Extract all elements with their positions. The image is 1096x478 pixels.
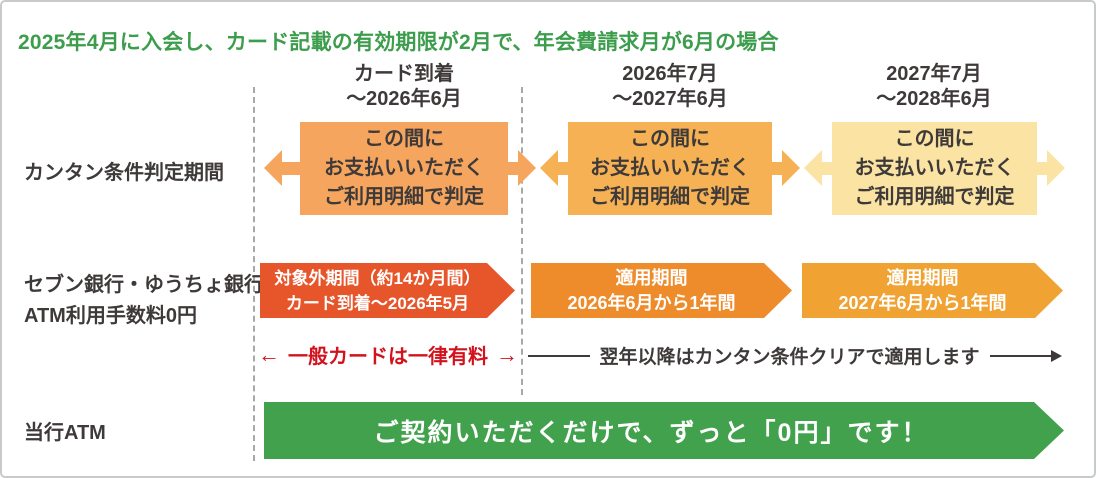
judgment-box-3: この間に お支払いいただく ご利用明細で判定 (832, 122, 1037, 215)
range-arrow-left-icon (804, 150, 832, 186)
column-header-line: 2026年7月 (622, 63, 718, 85)
fee-banner-applied-period-1: 適用期間 2026年6月から1年間 (531, 263, 792, 318)
right-arrow-icon: → (496, 341, 518, 367)
column-header-period-1: カード到着 ～2026年6月 (294, 62, 514, 112)
own-atm-row-label: 当行ATM (24, 422, 106, 444)
column-header-line: ～2026年6月 (346, 88, 462, 110)
judgment-box-line: この間に (894, 128, 975, 150)
judgment-box-line: ご利用明細で判定 (324, 186, 484, 208)
excluded-fee-note: ← 一般カードは一律有料 → (258, 340, 518, 369)
column-header-line: ～2028年6月 (876, 88, 992, 110)
leader-line (528, 354, 590, 357)
diagram-title: 2025年4月に入会し、カード記載の有効期限が2月で、年会費請求月が6月の場合 (18, 31, 779, 54)
column-header-line: カード到着 (354, 63, 454, 85)
column-header-period-2: 2026年7月 ～2027年6月 (560, 62, 780, 112)
range-arrow-right-icon (772, 150, 800, 186)
judgment-box-line: お支払いいただく (324, 157, 484, 179)
fee-banner-line: 2026年6月から1年間 (567, 292, 736, 313)
fee-banner-line: カード到着～2026年5月 (285, 293, 470, 313)
left-arrow-icon: ← (258, 341, 280, 367)
range-arrow-left-icon (540, 150, 568, 186)
fee-banner-line: 対象外期間（約14か月間） (274, 268, 481, 288)
fee-banner-line: 適用期間 (886, 267, 959, 288)
vertical-divider-middle (521, 87, 523, 395)
column-header-line: ～2027年6月 (612, 88, 728, 110)
fee-banner-line: 適用期間 (615, 267, 688, 288)
applied-fee-note: 翌年以降はカンタン条件クリアで適用します (528, 342, 1063, 369)
fee-banner-excluded-period: 対象外期間（約14か月間） カード到着～2026年5月 (260, 263, 515, 318)
atm-fee-row-label-line: セブン銀行・ゆうちょ銀行 (24, 274, 264, 296)
fee-banner-line: 2027年6月から1年間 (838, 292, 1007, 313)
judgment-box-line: お支払いいただく (854, 157, 1015, 179)
excluded-fee-note-text: 一般カードは一律有料 (288, 346, 488, 368)
judgment-box-line: この間に (364, 128, 444, 150)
judgment-box-line: この間に (630, 128, 710, 150)
column-header-line: 2027年7月 (886, 63, 982, 85)
leader-line (989, 354, 1052, 357)
atm-fee-row-label-line: ATM利用手数料0円 (24, 305, 197, 327)
judgment-box-line: ご利用明細で判定 (854, 186, 1015, 208)
range-arrow-right-icon (508, 150, 536, 186)
range-arrow-left-icon (264, 150, 300, 186)
judgment-box-line: お支払いいただく (590, 157, 750, 179)
fee-banner-applied-period-2: 適用期間 2027年6月から1年間 (802, 263, 1063, 318)
judgment-box-1: この間に お支払いいただく ご利用明細で判定 (300, 122, 508, 215)
vertical-divider-left (253, 87, 255, 461)
right-arrowhead-icon (1051, 349, 1063, 362)
range-arrow-right-icon (1037, 150, 1065, 186)
zero-yen-banner: ご契約いただくだけで、ずっと「0円」です！ (264, 402, 1064, 459)
applied-fee-note-text: 翌年以降はカンタン条件クリアで適用します (599, 347, 980, 368)
atm-fee-row-label: セブン銀行・ゆうちょ銀行 ATM利用手数料0円 (24, 270, 264, 332)
judgment-box-line: ご利用明細で判定 (590, 186, 750, 208)
judgment-row-label: カンタン条件判定期間 (24, 162, 224, 184)
judgment-box-2: この間に お支払いいただく ご利用明細で判定 (568, 122, 772, 215)
column-header-period-3: 2027年7月 ～2028年6月 (824, 62, 1044, 112)
